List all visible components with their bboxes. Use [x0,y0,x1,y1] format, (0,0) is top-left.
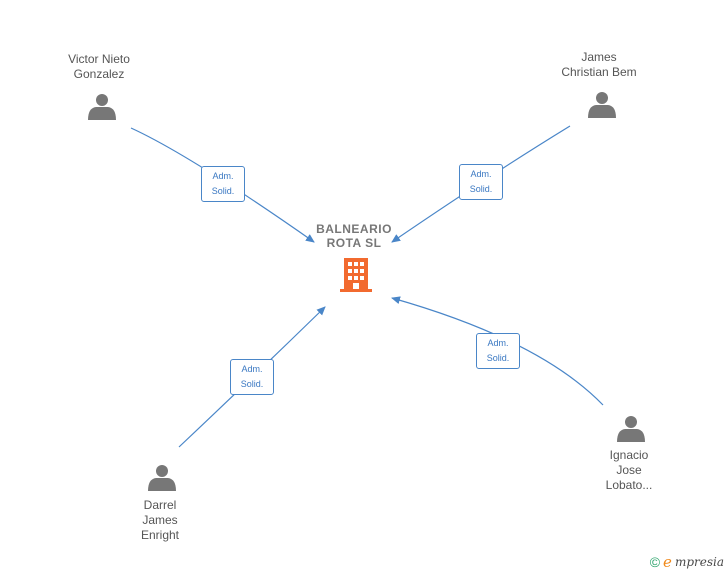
building-icon[interactable] [340,258,372,292]
person-icon-victor[interactable] [88,94,116,120]
brand-logo-initial: e [663,553,672,571]
person-name-victor[interactable]: Victor Nieto Gonzalez [68,52,130,81]
brand-logo-text: mpresia [674,555,724,569]
person-icon-ignacio[interactable] [617,416,645,442]
role-label-darrel[interactable]: Adm. Solid. [230,359,274,395]
copyright-icon: © [649,554,661,570]
person-name-ignacio[interactable]: Ignacio Jose Lobato... [605,448,653,492]
company-name[interactable]: BALNEARIO ROTA SL [316,222,392,250]
role-label-james[interactable]: Adm. Solid. [459,164,503,200]
person-icon-james[interactable] [588,92,616,118]
person-name-james[interactable]: James Christian Bem [561,50,637,79]
role-label-ignacio[interactable]: Adm. Solid. [476,333,520,369]
person-name-darrel[interactable]: Darrel James Enright [140,498,180,542]
person-icon-darrel[interactable] [148,465,176,491]
role-label-victor[interactable]: Adm. Solid. [201,166,245,202]
